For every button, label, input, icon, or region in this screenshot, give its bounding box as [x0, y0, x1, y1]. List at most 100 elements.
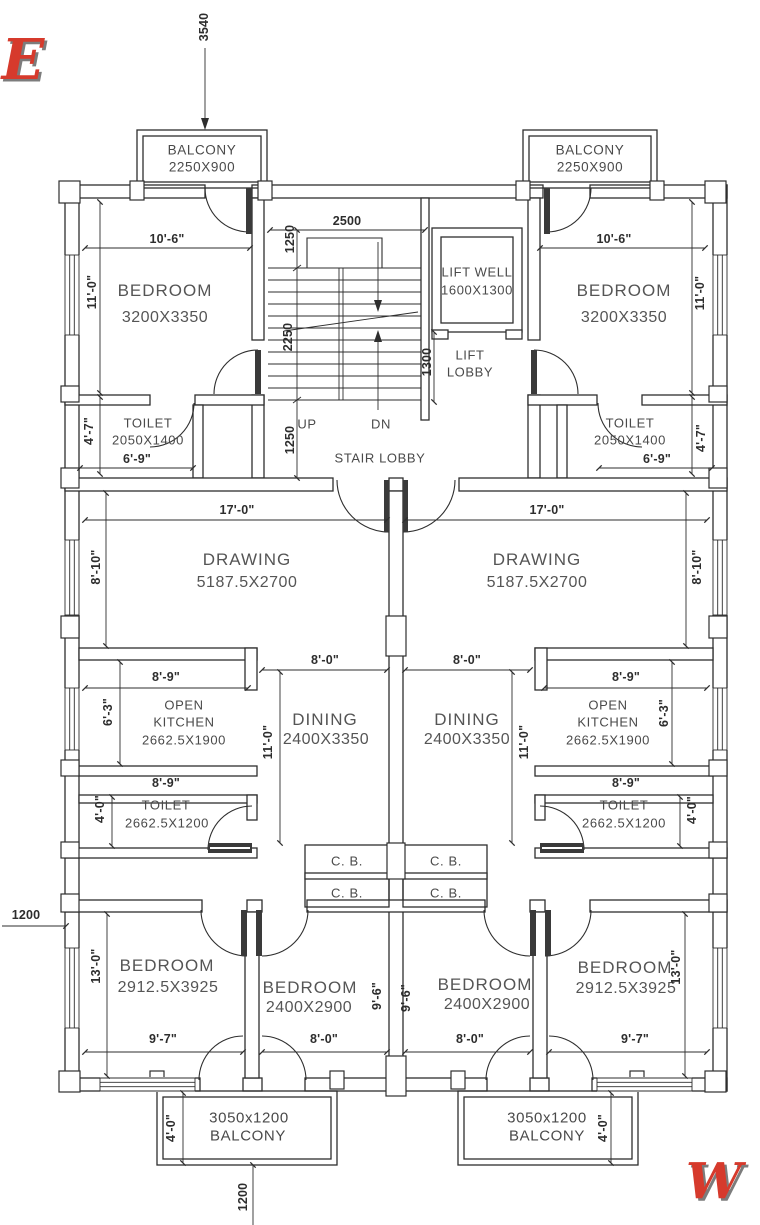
balcony-rails	[136, 129, 658, 1166]
left-bedroom-inner-size: 2400X2900	[265, 999, 353, 1016]
right-bedroom-outer-width: 9'-7"	[621, 1032, 649, 1046]
lift-well-name: LIFT WELL	[441, 264, 513, 280]
left-toilet-top-name: TOILET	[123, 415, 173, 431]
right-toilet-mid-height: 4'-0"	[685, 796, 699, 824]
right-toilet-top-height: 4'-7"	[694, 424, 708, 452]
right-kitchen-size: 2662.5X1900	[566, 732, 650, 748]
right-bedroom-top-name: BEDROOM	[576, 281, 672, 300]
right-bedroom-outer-height: 13'-0"	[669, 949, 683, 985]
left-kitchen-width: 8'-9"	[152, 670, 180, 684]
dim-flight-bottom: 1250	[283, 425, 297, 455]
compass-west-label: W	[685, 1151, 743, 1211]
left-toilet-mid-width: 8'-9"	[152, 776, 180, 790]
columns	[58, 180, 728, 1097]
right-bedroom-outer-name: BEDROOM	[577, 958, 673, 977]
right-balcony-bottom-size: 3050x1200	[507, 1109, 587, 1127]
right-kitchen-line2: KITCHEN	[577, 714, 639, 730]
left-bedroom-outer-width: 9'-7"	[149, 1032, 177, 1046]
right-bedroom-inner-width: 8'-0"	[456, 1032, 484, 1046]
left-kitchen-height: 6'-3"	[101, 698, 115, 726]
right-kitchen-width: 8'-9"	[612, 670, 640, 684]
left-drawing-width: 17'-0"	[219, 503, 255, 517]
left-kitchen-line1: OPEN	[164, 697, 204, 713]
left-toilet-mid-size: 2662.5X1200	[125, 815, 209, 831]
dimension-lines	[2, 48, 716, 1225]
left-toilet-mid-height: 4'-0"	[93, 795, 107, 823]
stair-lobby-label: STAIR LOBBY	[334, 450, 426, 466]
compass-east-label: E	[1, 27, 45, 93]
right-balcony-top-size: 2250X900	[556, 159, 624, 175]
lift-lobby-line2: LOBBY	[446, 364, 494, 380]
site-dim-top: 3540	[197, 12, 211, 42]
left-kitchen-line2: KITCHEN	[153, 714, 215, 730]
right-balcony-bottom-depth: 4'-0"	[596, 1114, 610, 1142]
right-bedroom-inner-size: 2400X2900	[443, 996, 531, 1013]
left-dining-size: 2400X3350	[282, 731, 370, 748]
left-drawing-height: 8'-10"	[89, 549, 103, 585]
cupboard-boxes	[304, 842, 488, 908]
dim-stair-width: 2500	[332, 214, 362, 228]
right-dining-name: DINING	[434, 710, 500, 729]
right-bedroom-top-width: 10'-6"	[596, 232, 632, 246]
stair-up-label: UP	[297, 416, 317, 432]
right-kitchen-line1: OPEN	[588, 697, 628, 713]
right-drawing-name: DRAWING	[492, 550, 582, 569]
stairs	[268, 237, 421, 410]
left-balcony-bottom-size: 3050x1200	[209, 1109, 289, 1127]
left-kitchen-size: 2662.5X1900	[142, 732, 226, 748]
left-toilet-top-height: 4'-7"	[82, 417, 96, 445]
lift-well	[431, 227, 523, 340]
doors	[149, 187, 643, 1081]
right-bedroom-top-height: 11'-0"	[693, 275, 707, 311]
interior-walls	[64, 197, 728, 1079]
dim-lift-depth: 1300	[420, 347, 434, 377]
right-toilet-top-size: 2050X1400	[594, 432, 666, 448]
left-dining-height: 11'-0"	[261, 724, 275, 760]
right-bedroom-inner-height: 9'-6"	[399, 984, 413, 1012]
left-drawing-size: 5187.5X2700	[196, 574, 298, 591]
right-toilet-mid-size: 2662.5X1200	[582, 815, 666, 831]
left-bedroom-top-height: 11'-0"	[85, 274, 99, 310]
left-toilet-top-width: 6'-9"	[123, 452, 151, 466]
right-drawing-height: 8'-10"	[690, 549, 704, 585]
right-bedroom-outer-size: 2912.5X3925	[575, 980, 677, 997]
stair-dn-label: DN	[371, 416, 391, 432]
left-dining-width: 8'-0"	[311, 653, 339, 667]
left-bedroom-outer-height: 13'-0"	[89, 948, 103, 984]
right-bedroom-top-size: 3200X3350	[580, 309, 668, 326]
cupboard-label: C. B.	[331, 853, 363, 869]
right-balcony-top-name: BALCONY	[555, 142, 625, 158]
right-balcony-bottom-name: BALCONY	[509, 1127, 585, 1145]
right-dining-width: 8'-0"	[453, 653, 481, 667]
right-drawing-size: 5187.5X2700	[486, 574, 588, 591]
cupboard-label: C. B.	[430, 853, 462, 869]
site-dim-left: 1200	[11, 908, 41, 922]
dim-flight-mid: 2250	[281, 322, 295, 352]
left-bedroom-top-name: BEDROOM	[117, 281, 213, 300]
right-toilet-mid-width: 8'-9"	[612, 776, 640, 790]
left-balcony-top-name: BALCONY	[167, 142, 237, 158]
right-dining-size: 2400X3350	[423, 731, 511, 748]
windows	[64, 254, 728, 1092]
right-kitchen-height: 6'-3"	[657, 699, 671, 727]
site-dim-bottom: 1200	[236, 1182, 250, 1212]
right-drawing-width: 17'-0"	[529, 503, 565, 517]
left-bedroom-outer-name: BEDROOM	[119, 956, 215, 975]
left-bedroom-inner-width: 8'-0"	[310, 1032, 338, 1046]
left-balcony-bottom-name: BALCONY	[210, 1127, 286, 1145]
left-drawing-name: DRAWING	[202, 550, 292, 569]
left-bedroom-inner-height: 9'-6"	[370, 982, 384, 1010]
left-dining-name: DINING	[292, 710, 358, 729]
left-bedroom-inner-name: BEDROOM	[262, 978, 358, 997]
right-toilet-mid-name: TOILET	[599, 797, 649, 813]
right-toilet-top-name: TOILET	[605, 415, 655, 431]
left-balcony-bottom-depth: 4'-0"	[164, 1114, 178, 1142]
left-balcony-top-size: 2250X900	[168, 159, 236, 175]
lift-well-size: 1600X1300	[441, 282, 513, 298]
cupboard-label: C. B.	[430, 885, 462, 901]
cupboard-label: C. B.	[331, 885, 363, 901]
left-bedroom-outer-size: 2912.5X3925	[117, 979, 219, 996]
right-bedroom-inner-name: BEDROOM	[437, 975, 533, 994]
